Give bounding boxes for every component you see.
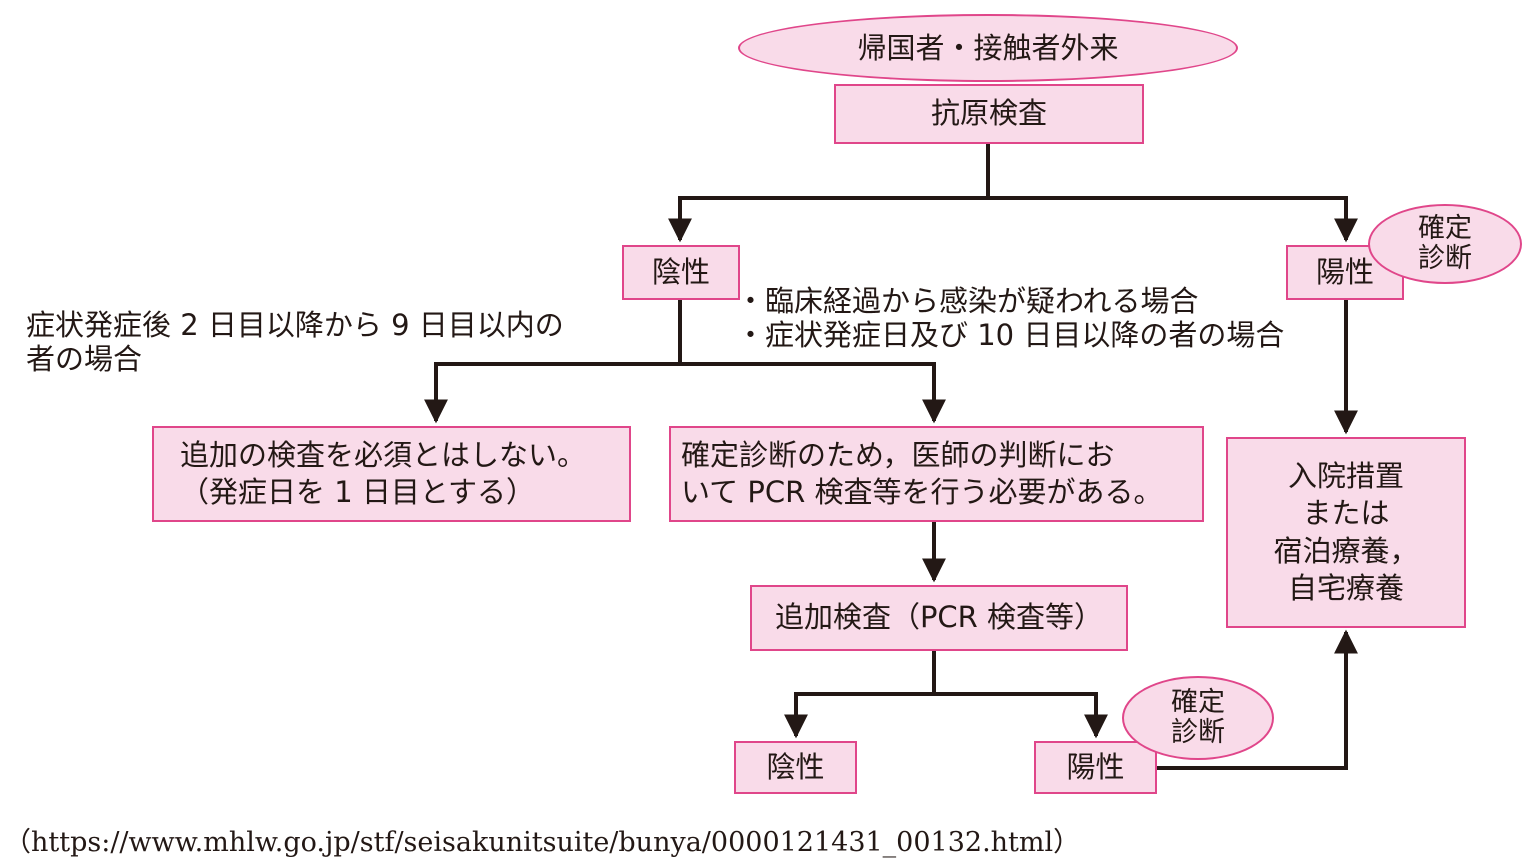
- left-condition-line-2: 者の場合: [26, 342, 143, 377]
- confirmed-diagnosis-badge: 確定 診断: [1368, 204, 1522, 284]
- additional-test-label: 追加検査（PCR 検査等）: [774, 600, 1104, 635]
- left-condition-line-1: 症状発症後 2 日目以降から 9 日目以内の: [26, 308, 564, 342]
- right-condition-line-2: ・症状発症日及び 10 日目以降の者の場合: [736, 318, 1285, 353]
- hospital-line-1: 入院措置: [1287, 459, 1404, 494]
- clinic-label: 帰国者・接触者外来: [857, 30, 1119, 65]
- connector-negative-split-left: [424, 298, 682, 424]
- hospital-line-3: 宿泊療養，: [1273, 533, 1419, 568]
- positive-result-label: 陽性: [1315, 254, 1374, 289]
- no-additional-test-box: 追加の検査を必須とはしない。 （発症日を 1 日目とする）: [152, 426, 631, 522]
- source-url: （https://www.mhlw.go.jp/stf/seisakunitsu…: [4, 827, 1081, 858]
- negative-result-label: 陰性: [651, 254, 710, 289]
- confirmed-diagnosis-2-line-1: 確定: [1171, 686, 1225, 718]
- additional-test-box: 追加検査（PCR 検査等）: [750, 585, 1128, 651]
- connector-negative-split-right: [680, 362, 946, 424]
- antigen-test-box: 抗原検査: [834, 84, 1144, 144]
- negative-result-2-label: 陰性: [766, 749, 825, 784]
- confirmed-diagnosis-line-2: 診断: [1418, 243, 1472, 274]
- antigen-test-label: 抗原検査: [930, 96, 1047, 131]
- no-additional-test-line-2: （発症日を 1 日目とする）: [180, 475, 536, 509]
- hospital-box: 入院措置 または 宿泊療養， 自宅療養: [1226, 437, 1466, 628]
- pcr-needed-box: 確定診断のため，医師の判断にお いて PCR 検査等を行う必要がある。: [669, 426, 1204, 522]
- connector-antigen-split: [668, 143, 990, 243]
- hospital-line-4: 自宅療養: [1287, 570, 1404, 605]
- connector-additional-split-right: [934, 692, 1108, 739]
- left-condition-note: 症状発症後 2 日目以降から 9 日目以内の 者の場合: [26, 308, 564, 376]
- negative-result-box: 陰性: [622, 245, 740, 300]
- no-additional-test-line-1: 追加の検査を必須とはしない。: [180, 437, 587, 472]
- connector-positive2-hospital: [1157, 629, 1358, 770]
- confirmed-diagnosis-badge-2: 確定 診断: [1122, 676, 1274, 760]
- confirmed-diagnosis-2-line-2: 診断: [1171, 717, 1225, 748]
- confirmed-diagnosis-line-1: 確定: [1418, 212, 1472, 244]
- hospital-line-2: または: [1302, 496, 1390, 531]
- negative-result-2-box: 陰性: [734, 741, 857, 794]
- positive-result-2-box: 陽性: [1034, 741, 1157, 794]
- right-condition-note: ・臨床経過から感染が疑われる場合 ・症状発症日及び 10 日目以降の者の場合: [736, 284, 1284, 352]
- clinic-node: 帰国者・接触者外来: [738, 14, 1238, 82]
- connector-antigen-positive: [988, 196, 1358, 243]
- pcr-needed-line-2: いて PCR 検査等を行う必要がある。: [681, 475, 1163, 509]
- connector-additional-split-left: [784, 650, 936, 739]
- positive-result-2-label: 陽性: [1066, 749, 1125, 784]
- pcr-needed-line-1: 確定診断のため，医師の判断にお: [681, 437, 1115, 472]
- right-condition-line-1: ・臨床経過から感染が疑われる場合: [736, 284, 1199, 318]
